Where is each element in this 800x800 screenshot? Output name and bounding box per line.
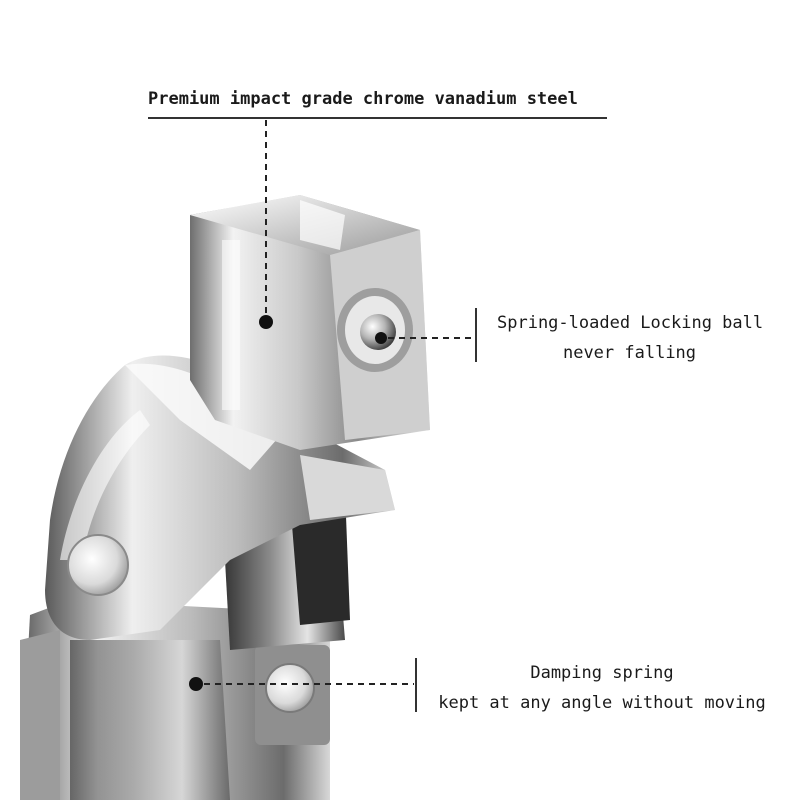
spring-caption-line2: kept at any angle without moving — [438, 693, 766, 713]
callout-spring — [189, 658, 417, 712]
steel-caption-text: Premium impact grade chrome vanadium ste… — [148, 89, 578, 109]
ball-caption-line2: never falling — [562, 343, 697, 363]
upper-yoke — [45, 355, 395, 640]
locking-ball — [337, 288, 413, 372]
ball-caption: Spring-loaded Locking ball never falling — [497, 308, 764, 368]
callout-ball — [375, 308, 477, 362]
spring-caption: Damping spring kept at any angle without… — [432, 658, 772, 718]
steel-caption: Premium impact grade chrome vanadium ste… — [148, 84, 578, 114]
ball-caption-line1: Spring-loaded Locking ball — [497, 313, 764, 333]
spring-caption-line1: Damping spring — [530, 663, 674, 683]
upper-pin — [67, 534, 129, 596]
lower-pin — [265, 663, 315, 713]
callout-steel — [148, 117, 607, 329]
